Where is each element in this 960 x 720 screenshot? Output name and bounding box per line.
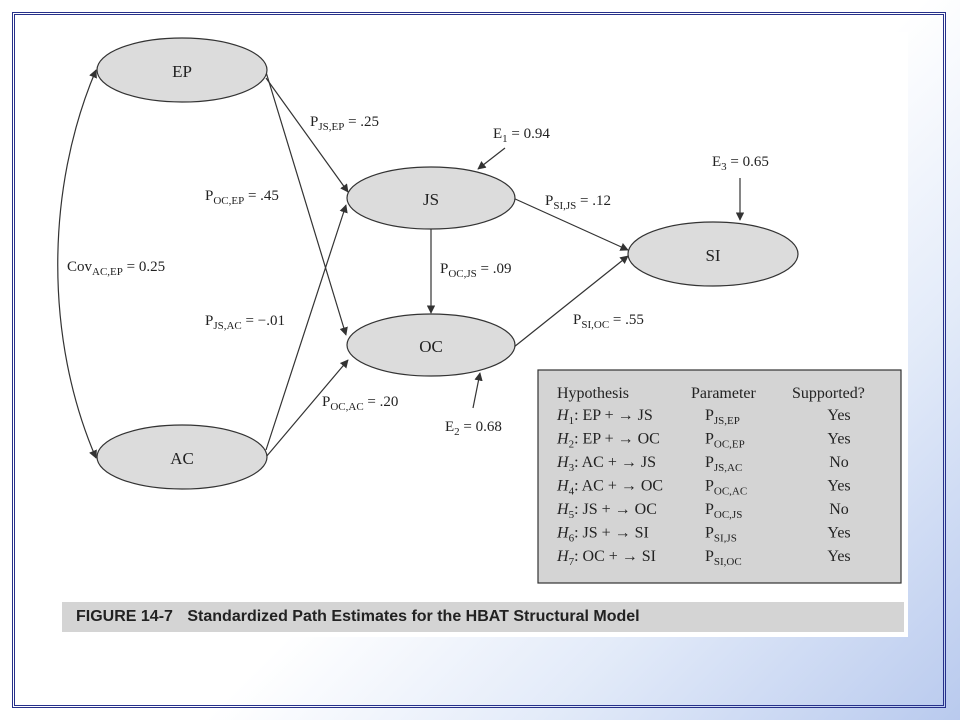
supported-cell: No <box>829 501 849 518</box>
label-p-oc-ac: POC,AC = .20 <box>322 394 398 413</box>
parameter-cell: PJS,AC <box>705 454 742 474</box>
table-row: H2: EP + → OC POC,EP Yes <box>556 431 851 451</box>
path-ac-js <box>265 204 348 451</box>
label-p-js-ac: PJS,AC = −.01 <box>205 313 285 332</box>
label-p-oc-js: POC,JS = .09 <box>440 261 512 280</box>
slide-frame <box>12 12 946 708</box>
table-row: H4: AC + → OC POC,AC Yes <box>556 478 851 498</box>
node-ac: AC <box>96 424 268 490</box>
hypothesis-table: Hypothesis Parameter Supported? <box>537 369 902 584</box>
node-js-label: JS <box>423 190 439 209</box>
label-p-js-ep: PJS,EP = .25 <box>310 114 379 133</box>
hypothesis-cell: H1: EP + → JS <box>556 407 653 427</box>
parameter-cell: PSI,OC <box>705 548 742 568</box>
hypothesis-cell: H3: AC + → JS <box>556 454 656 474</box>
parameter-cell: POC,EP <box>705 431 745 451</box>
label-p-oc-ep: POC,EP = .45 <box>205 188 279 207</box>
covariance-curve <box>57 69 97 459</box>
error-arrow-e1 <box>477 147 506 170</box>
hypothesis-cell: H7: OC + → SI <box>556 548 656 568</box>
parameter-cell: PSI,JS <box>705 525 737 545</box>
error-arrow-e2 <box>472 372 483 409</box>
table-row: H6: JS + → SI PSI,JS Yes <box>556 525 851 545</box>
hypothesis-cell: H5: JS + → OC <box>556 501 657 521</box>
supported-cell: Yes <box>827 525 850 542</box>
hypothesis-cell: H6: JS + → SI <box>556 525 649 545</box>
node-ep-label: EP <box>172 62 192 81</box>
table-row: H1: EP + → JS PJS,EP Yes <box>556 407 851 427</box>
label-p-si-js: PSI,JS = .12 <box>545 193 611 212</box>
node-si: SI <box>627 221 799 287</box>
path-ep-js <box>265 77 349 193</box>
node-oc: OC <box>346 313 516 377</box>
label-p-si-oc: PSI,OC = .55 <box>573 312 644 331</box>
label-e2: E2 = 0.68 <box>445 419 502 438</box>
table-row: H3: AC + → JS PJS,AC No <box>556 454 849 474</box>
path-ep-oc <box>265 71 348 336</box>
path-js-si <box>512 197 629 251</box>
supported-cell: Yes <box>827 478 850 495</box>
supported-cell: Yes <box>827 431 850 448</box>
supported-cell: Yes <box>827 548 850 565</box>
hypothesis-cell: H2: EP + → OC <box>556 431 660 451</box>
parameter-cell: POC,AC <box>705 478 747 498</box>
label-e1: E1 = 0.94 <box>493 126 550 145</box>
hypothesis-cell: H4: AC + → OC <box>556 478 663 498</box>
label-cov: CovAC,EP = 0.25 <box>67 259 165 278</box>
node-si-label: SI <box>705 246 720 265</box>
path-oc-si <box>513 255 629 348</box>
node-oc-label: OC <box>419 337 443 356</box>
table-row: H5: JS + → OC POC,JS No <box>556 501 849 521</box>
label-e3: E3 = 0.65 <box>712 154 769 173</box>
path-ac-oc <box>265 359 349 458</box>
node-js: JS <box>346 166 516 230</box>
figure-number: FIGURE 14-7 <box>76 608 173 625</box>
figure-title: Standardized Path Estimates for the HBAT… <box>187 608 640 625</box>
figure-caption: FIGURE 14-7 Standardized Path Estimates … <box>62 602 904 632</box>
table-row: H7: OC + → SI PSI,OC Yes <box>556 548 851 568</box>
table-header-hypothesis: Hypothesis <box>557 385 629 402</box>
supported-cell: No <box>829 454 849 471</box>
supported-cell: Yes <box>827 407 850 424</box>
table-header-parameter: Parameter <box>691 385 757 402</box>
parameter-cell: POC,JS <box>705 501 742 521</box>
node-ac-label: AC <box>170 449 194 468</box>
node-ep: EP <box>96 37 268 103</box>
parameter-cell: PJS,EP <box>705 407 740 427</box>
table-header-supported: Supported? <box>792 385 865 402</box>
